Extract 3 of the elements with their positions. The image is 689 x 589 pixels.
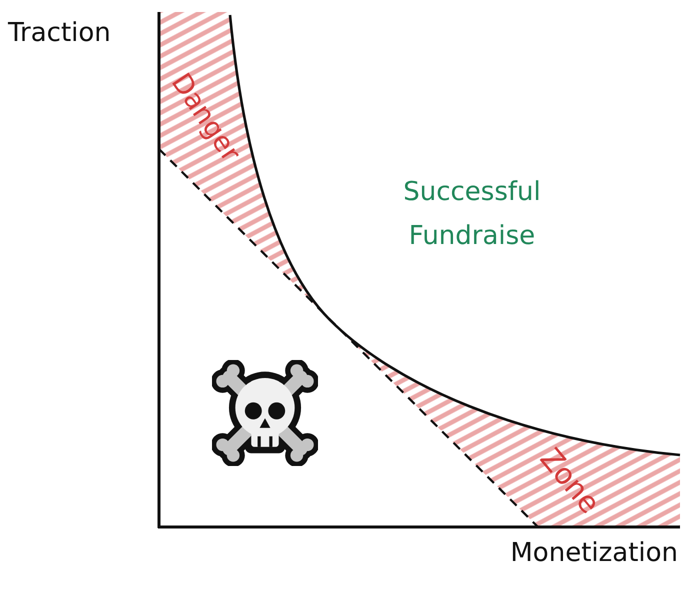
axis-label: Traction xyxy=(8,18,111,50)
axis-label: Monetization xyxy=(510,538,678,570)
region-label: Successful Fundraise xyxy=(402,176,542,253)
